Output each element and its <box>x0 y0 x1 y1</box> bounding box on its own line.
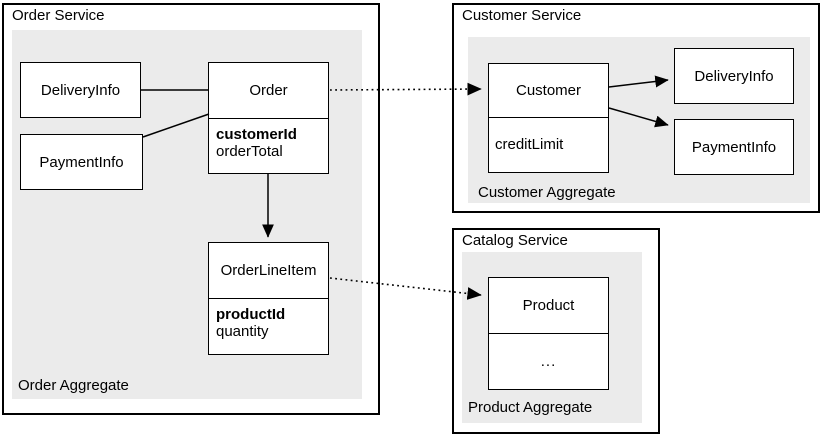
entity-delivery-info-order-name: DeliveryInfo <box>40 81 121 99</box>
customer-service-title: Customer Service <box>462 7 582 24</box>
attr-customer-id: customerId <box>216 126 297 143</box>
product-aggregate-label: Product Aggregate <box>468 399 593 416</box>
entity-customer: Customer creditLimit <box>488 63 609 173</box>
entity-payment-info-order: PaymentInfo <box>20 134 143 190</box>
entity-order-name: Order <box>209 63 328 119</box>
attr-product-id: productId <box>216 306 286 323</box>
entity-delivery-info-order: DeliveryInfo <box>20 62 141 118</box>
entity-product: Product ... <box>488 277 609 390</box>
entity-order-line-item: OrderLineItem productId quantity <box>208 242 329 355</box>
entity-order: Order customerId orderTotal <box>208 62 329 174</box>
entity-payment-info-customer-name: PaymentInfo <box>691 138 777 156</box>
entity-order-attrs: customerId orderTotal <box>209 119 328 160</box>
entity-delivery-info-customer-name: DeliveryInfo <box>694 67 774 85</box>
order-aggregate-label: Order Aggregate <box>18 377 129 394</box>
entity-product-ellipsis: ... <box>540 352 557 370</box>
order-service-title: Order Service <box>12 7 105 24</box>
entity-delivery-info-customer: DeliveryInfo <box>674 48 794 104</box>
entity-order-line-item-name: OrderLineItem <box>209 243 328 299</box>
customer-aggregate-label: Customer Aggregate <box>478 184 616 201</box>
attr-quantity: quantity <box>216 323 269 340</box>
attr-order-total: orderTotal <box>216 143 283 160</box>
entity-order-line-item-attrs: productId quantity <box>209 299 328 340</box>
catalog-service-title: Catalog Service <box>462 232 568 249</box>
entity-product-name: Product <box>489 278 608 334</box>
entity-payment-info-customer: PaymentInfo <box>674 119 794 175</box>
entity-payment-info-order-name: PaymentInfo <box>39 153 124 171</box>
entity-customer-name: Customer <box>489 64 608 118</box>
attr-credit-limit: creditLimit <box>495 136 564 153</box>
